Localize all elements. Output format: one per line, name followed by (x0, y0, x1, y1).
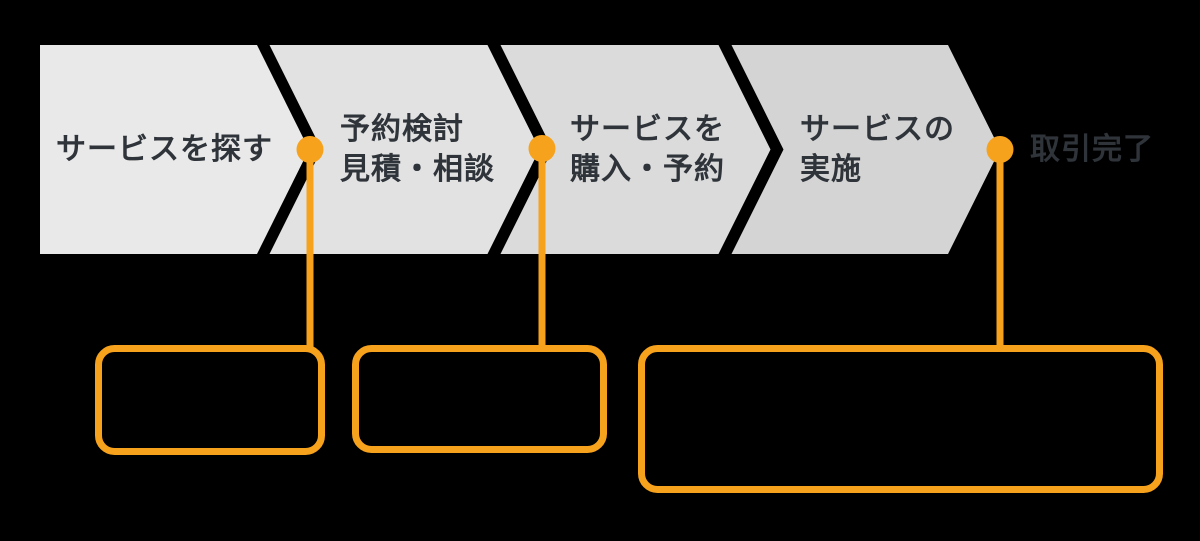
connector-dot-3 (986, 136, 1014, 163)
callout-box-2 (352, 345, 607, 453)
connector-dot-2 (528, 135, 556, 162)
connector-dot-1 (296, 136, 324, 163)
callout-box-3 (638, 345, 1163, 493)
chevron-step-1 (40, 45, 309, 254)
chevron-step-3 (500, 45, 771, 254)
chevron-step-2 (269, 45, 540, 254)
callout-box-1 (95, 345, 325, 455)
chevron-step-4 (731, 45, 1000, 254)
